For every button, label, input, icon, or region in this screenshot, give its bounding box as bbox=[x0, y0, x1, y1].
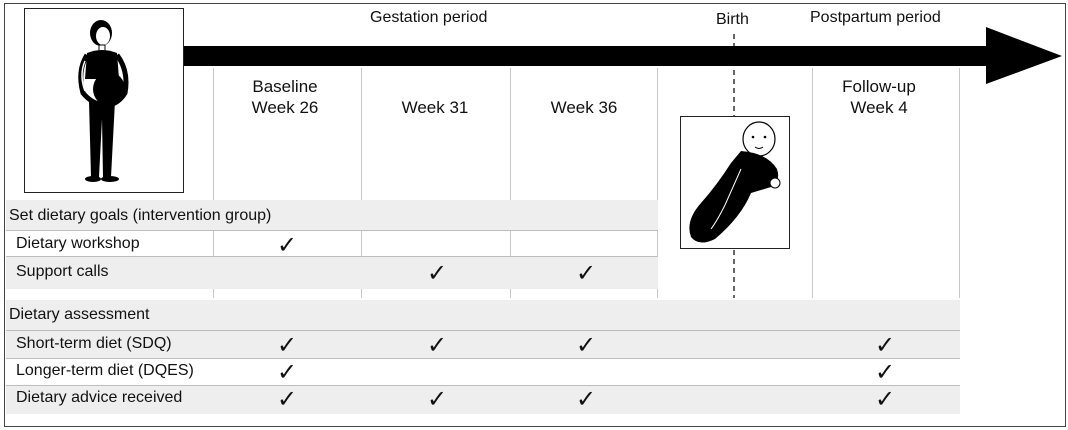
row-band bbox=[6, 257, 658, 289]
row-band bbox=[6, 386, 960, 414]
column-header-line: Follow-up bbox=[842, 77, 916, 96]
section-title-goals: Set dietary goals (intervention group) bbox=[9, 207, 272, 224]
pregnant-woman-image bbox=[24, 8, 184, 193]
section-header-band bbox=[6, 200, 658, 230]
row-separator bbox=[6, 230, 658, 231]
pregnant-woman-icon bbox=[78, 20, 129, 182]
check-mark: ✓ bbox=[575, 385, 597, 413]
postpartum-period-label: Postpartum period bbox=[810, 9, 941, 26]
column-header-followup: Follow-up Week 4 bbox=[809, 76, 949, 118]
column-divider bbox=[959, 68, 960, 298]
check-mark: ✓ bbox=[426, 385, 448, 413]
column-header-line: Week 31 bbox=[401, 98, 469, 117]
column-header-line: Week 36 bbox=[550, 98, 618, 117]
row-label: Support calls bbox=[16, 263, 109, 280]
row-label: Longer-term diet (DQES) bbox=[16, 362, 194, 379]
column-header-baseline: Baseline Week 26 bbox=[215, 76, 355, 118]
check-mark: ✓ bbox=[426, 259, 448, 287]
check-mark: ✓ bbox=[874, 385, 896, 413]
birth-label: Birth bbox=[716, 11, 749, 28]
row-label: Dietary advice received bbox=[16, 389, 183, 406]
diagram-frame bbox=[4, 3, 1066, 427]
check-mark: ✓ bbox=[874, 358, 896, 386]
column-header-line: Baseline bbox=[252, 77, 318, 96]
row-separator bbox=[6, 358, 960, 359]
column-header-week36: Week 36 bbox=[514, 97, 654, 118]
column-divider bbox=[361, 68, 362, 298]
row-separator bbox=[6, 385, 960, 386]
gestation-period-label: Gestation period bbox=[370, 9, 488, 26]
row-band bbox=[6, 331, 960, 358]
column-header-line: Week 26 bbox=[251, 98, 319, 117]
column-header-line: Week 4 bbox=[850, 98, 908, 117]
row-separator bbox=[6, 256, 658, 257]
check-mark: ✓ bbox=[874, 331, 896, 359]
check-mark: ✓ bbox=[426, 331, 448, 359]
check-mark: ✓ bbox=[575, 331, 597, 359]
column-divider bbox=[657, 68, 658, 298]
row-label: Dietary workshop bbox=[16, 235, 140, 252]
check-mark: ✓ bbox=[276, 231, 298, 259]
column-header-week31: Week 31 bbox=[365, 97, 505, 118]
column-divider bbox=[812, 68, 813, 298]
newborn-baby-icon bbox=[689, 121, 781, 243]
section-header-band bbox=[6, 300, 960, 330]
check-mark: ✓ bbox=[276, 385, 298, 413]
check-mark: ✓ bbox=[276, 331, 298, 359]
row-separator bbox=[6, 330, 960, 331]
column-divider bbox=[510, 68, 511, 298]
baby-image bbox=[680, 116, 790, 249]
row-label: Short-term diet (SDQ) bbox=[16, 335, 172, 352]
check-mark: ✓ bbox=[575, 259, 597, 287]
check-mark: ✓ bbox=[276, 358, 298, 386]
section-title-assessment: Dietary assessment bbox=[9, 306, 150, 323]
column-divider bbox=[213, 68, 214, 298]
